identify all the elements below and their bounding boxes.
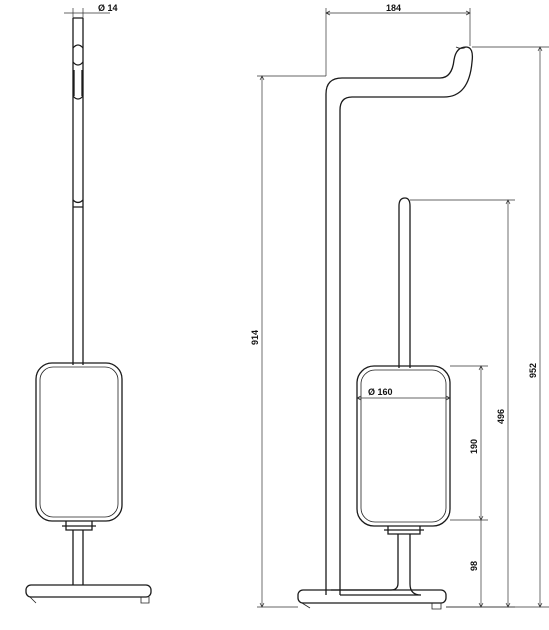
dim-container-height-label: 190 <box>469 439 479 454</box>
side-joint <box>72 199 84 208</box>
dim-arm-width-label: 184 <box>386 3 401 13</box>
dim-container-diameter-line <box>356 395 451 401</box>
dim-container-diameter-label: Ø 160 <box>368 387 393 397</box>
brush-stem <box>331 534 422 596</box>
dim-container-height-line <box>450 365 488 521</box>
side-stem <box>72 530 84 585</box>
dim-total-height-line <box>257 75 326 608</box>
side-collar <box>62 521 96 531</box>
dim-overall-height-label: 952 <box>528 363 538 378</box>
front-base-foot <box>301 602 442 610</box>
dim-brush-height-line <box>410 199 515 608</box>
side-base <box>25 584 152 598</box>
front-view: 184 914 952 496 Ø 160 190 98 <box>250 3 549 610</box>
front-base <box>297 589 447 604</box>
dim-base-clearance-line <box>478 520 484 608</box>
dim-base-clearance-label: 98 <box>469 561 479 571</box>
dim-brush-height-label: 496 <box>496 409 506 424</box>
side-hook-top <box>72 44 84 100</box>
dim-arm-width-line <box>325 8 471 76</box>
side-view: Ø 14 <box>25 3 152 604</box>
side-container-inner <box>39 366 119 518</box>
dim-pole-diameter-line <box>64 8 110 18</box>
brush-container-inner <box>360 369 447 523</box>
side-base-foot <box>29 596 150 604</box>
side-container <box>35 362 123 522</box>
brush-handle <box>398 197 411 368</box>
dim-total-height-label: 914 <box>250 330 260 345</box>
dim-overall-height-line <box>446 46 549 608</box>
paper-holder-arm-end <box>455 46 467 49</box>
brush-collar <box>384 526 424 535</box>
side-pole <box>72 17 84 365</box>
dim-pole-diameter-label: Ø 14 <box>98 3 118 13</box>
brush-container <box>356 365 451 527</box>
